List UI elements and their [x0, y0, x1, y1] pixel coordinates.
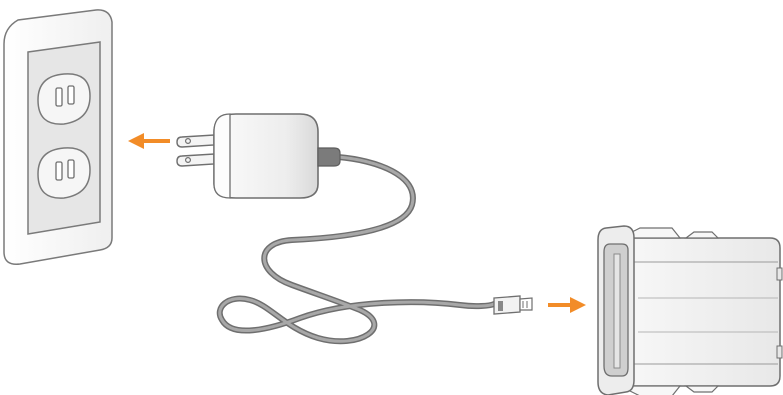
- arrow-to-device: [548, 297, 586, 313]
- wall-outlet-icon: [3, 9, 113, 265]
- power-adapter-icon: [176, 113, 341, 199]
- outlet-socket-top: [37, 73, 91, 125]
- outlet-face: [27, 41, 101, 235]
- adapter-prongs: [176, 134, 215, 167]
- cable-icon: [216, 154, 497, 345]
- micro-usb-icon: [493, 295, 533, 315]
- arrow-to-outlet: [128, 133, 170, 149]
- adapter-cable-boot: [317, 147, 341, 167]
- device-body: [627, 237, 781, 387]
- battery-device-icon: [597, 225, 783, 395]
- outlet-socket-bottom: [37, 147, 91, 199]
